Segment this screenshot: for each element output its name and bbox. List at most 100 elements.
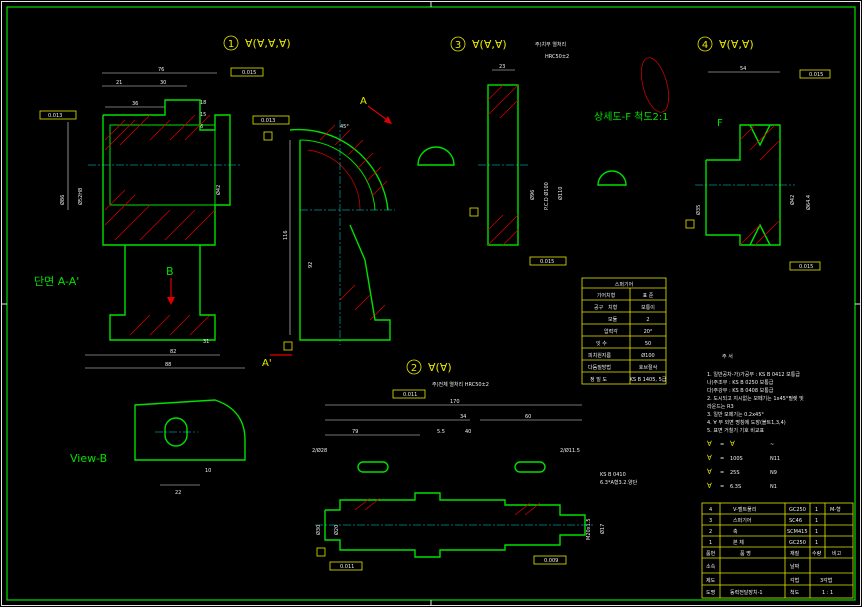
- pulley-groove-2: [749, 223, 771, 246]
- gear-arc-inner: [299, 139, 376, 211]
- shaft-view: 2 ∀(∀) 주)전체 열처리 HRC50±2 170 34 60 79 5.5…: [312, 359, 638, 571]
- dim-dia-96: Ø96: [529, 190, 536, 200]
- part-3-qty: 1: [815, 529, 818, 535]
- note-line-7: 4. ∀ 부 외면 명칭에 도장(볼트1,3,4): [707, 419, 786, 426]
- roughness-symbol-1: ∀(∀,∀,∀): [245, 37, 291, 50]
- datum-tag-b: [263, 131, 273, 141]
- dim-pcd-100: P.C.D Ø100: [543, 182, 550, 210]
- note-line-6: 3. 일반 모떼기는 0.2x45°: [707, 411, 764, 418]
- footer-label-scale: 척도: [790, 589, 800, 596]
- view-b-outline: [134, 399, 246, 461]
- spur-cell-2-2: 20°: [644, 329, 653, 335]
- rough-val-3: 25S: [730, 470, 740, 476]
- spur-table-title: 스퍼기어: [615, 281, 633, 288]
- footer-label-drafter: 제도: [706, 577, 716, 584]
- tolerance-value-shaft-1: 0.011: [403, 392, 417, 398]
- spur-cell-0-2: 보통이: [641, 304, 655, 311]
- tolerance-value-pulley: 0.015: [809, 72, 823, 78]
- tolerance-value-shaft-2: 0.011: [340, 564, 354, 570]
- part-4-material: GC250: [789, 540, 806, 546]
- shaft-keyway-right: [514, 461, 546, 473]
- pulley-hatching: [739, 124, 781, 246]
- part-3-num: 2: [709, 529, 712, 535]
- part-3-material: SCM415: [787, 529, 808, 535]
- rough-eq-2: =: [720, 456, 724, 462]
- rough-val-1: ∀: [730, 440, 735, 448]
- centre-hole-note: KS B 0410: [600, 472, 626, 478]
- dim-34: 34: [460, 414, 466, 420]
- part-2-num: 3: [709, 518, 712, 524]
- dim-6: 6: [200, 124, 203, 130]
- side-hatching: [319, 124, 388, 321]
- tolerance-value-pulley-2: 0.015: [799, 264, 813, 270]
- rough-n-2: N11: [770, 456, 780, 462]
- view-number-4: 4: [702, 40, 708, 51]
- note-line-2: 나)주조부 : KS B 0250 보통급: [707, 379, 774, 386]
- centre-hole-note-2: 6.3*A형3.2.양단: [600, 479, 638, 486]
- title-block: 4 V-벨트풀리 GC250 1 M-형 3 스퍼기어 SC46 1 2 축 S…: [701, 502, 854, 599]
- roughness-symbol-4: ∀(∀,∀): [719, 38, 754, 51]
- dim-54: 54: [740, 66, 746, 72]
- dim-31: 31: [203, 339, 209, 345]
- view-number-circle-4: [697, 36, 713, 52]
- part-4-name: 본 체: [733, 539, 744, 546]
- part-4-num: 1: [709, 540, 712, 546]
- tolerance-value-3: 0.013: [261, 118, 275, 124]
- dim-40: 40: [465, 429, 471, 435]
- dim-dia-35: Ø35: [695, 205, 702, 215]
- spur-header-0: 기어치형: [597, 292, 615, 299]
- housing-side-view: 116 92 45° A A': [262, 96, 395, 369]
- gear-arc-pitch: [307, 149, 361, 211]
- spur-cell-3-2: 50: [645, 341, 651, 347]
- dim-76: 76: [158, 67, 164, 73]
- dim-dia-30: Ø30: [315, 525, 322, 535]
- part-4-qty: 1: [815, 540, 818, 546]
- spur-cell-6-0: 정 밀 도: [590, 376, 607, 383]
- dim-60: 60: [525, 414, 531, 420]
- dim-170: 170: [450, 399, 460, 405]
- dim-dia-42: Ø42: [215, 185, 222, 195]
- shaft-outline: [324, 492, 586, 558]
- tolerance-box-pulley-2: [789, 261, 821, 271]
- rough-sym-3: ∀: [707, 468, 712, 476]
- note-line-5: 라운드는 R3: [707, 403, 734, 410]
- housing-hatching: [104, 114, 216, 336]
- view-number-circle-2: [406, 359, 422, 375]
- dim-82: 82: [170, 349, 176, 355]
- spur-gear-table: 스퍼기어 기어치형 표 준 공구 치형 보통이 모듈 2 압력각 20° 잇 수…: [581, 277, 667, 385]
- pulley-keyway-view: [597, 170, 627, 186]
- rough-n-4: N1: [770, 484, 777, 490]
- part-1-material: GC250: [789, 507, 806, 513]
- dim-dia-52: Ø52H8: [77, 188, 84, 205]
- tolerance-box-shaft-3: [533, 555, 567, 565]
- tolerance-value-shaft-3: 0.009: [544, 558, 558, 564]
- view-b-arrow-label: B: [166, 265, 174, 278]
- dim-22: 22: [175, 490, 181, 496]
- spur-cell-4-2: Ø100: [641, 352, 654, 359]
- tolerance-box-pulley: [799, 69, 831, 79]
- note-line-4: 2. 도시되고 지시없는 모떼기는 1x45°필렛 및: [707, 395, 804, 402]
- general-notes: 주 서 1. 일반공차-가)가공부 : KS B 0412 보통급 나)주조부 …: [707, 353, 804, 490]
- note-line-1: 1. 일반공차-가)가공부 : KS B 0412 보통급: [707, 371, 800, 378]
- view-number-circle-3: [450, 36, 466, 52]
- footer-label-projection: 각법: [790, 577, 799, 584]
- detail-f-label: 상세도-F 척도2:1: [594, 111, 669, 123]
- dim-dia-64: Ø64.4: [805, 195, 812, 210]
- part-1-num: 4: [709, 507, 712, 513]
- dim-21: 21: [116, 80, 122, 86]
- datum-tag-a: [283, 341, 293, 351]
- datum-tag-c: [316, 547, 326, 557]
- datum-tag-d: [469, 207, 479, 217]
- roughness-symbol-3: ∀(∀,∀): [472, 38, 507, 51]
- shaft-keyway-left: [357, 461, 389, 473]
- rough-eq-4: =: [720, 484, 724, 490]
- gear-note-line-1: 주)치부 열처리: [535, 41, 566, 48]
- tolerance-box-2: [39, 110, 77, 120]
- tolerance-box-shaft-1: [392, 389, 426, 399]
- notes-title: 주 서: [722, 353, 733, 360]
- spur-cell-0-1: 치형: [608, 304, 617, 311]
- section-arrow-a-head: [384, 116, 392, 124]
- housing-base-outline: [109, 245, 216, 341]
- spur-cell-2-1: 압력각: [604, 328, 618, 335]
- tolerance-box-shaft-2: [329, 561, 363, 571]
